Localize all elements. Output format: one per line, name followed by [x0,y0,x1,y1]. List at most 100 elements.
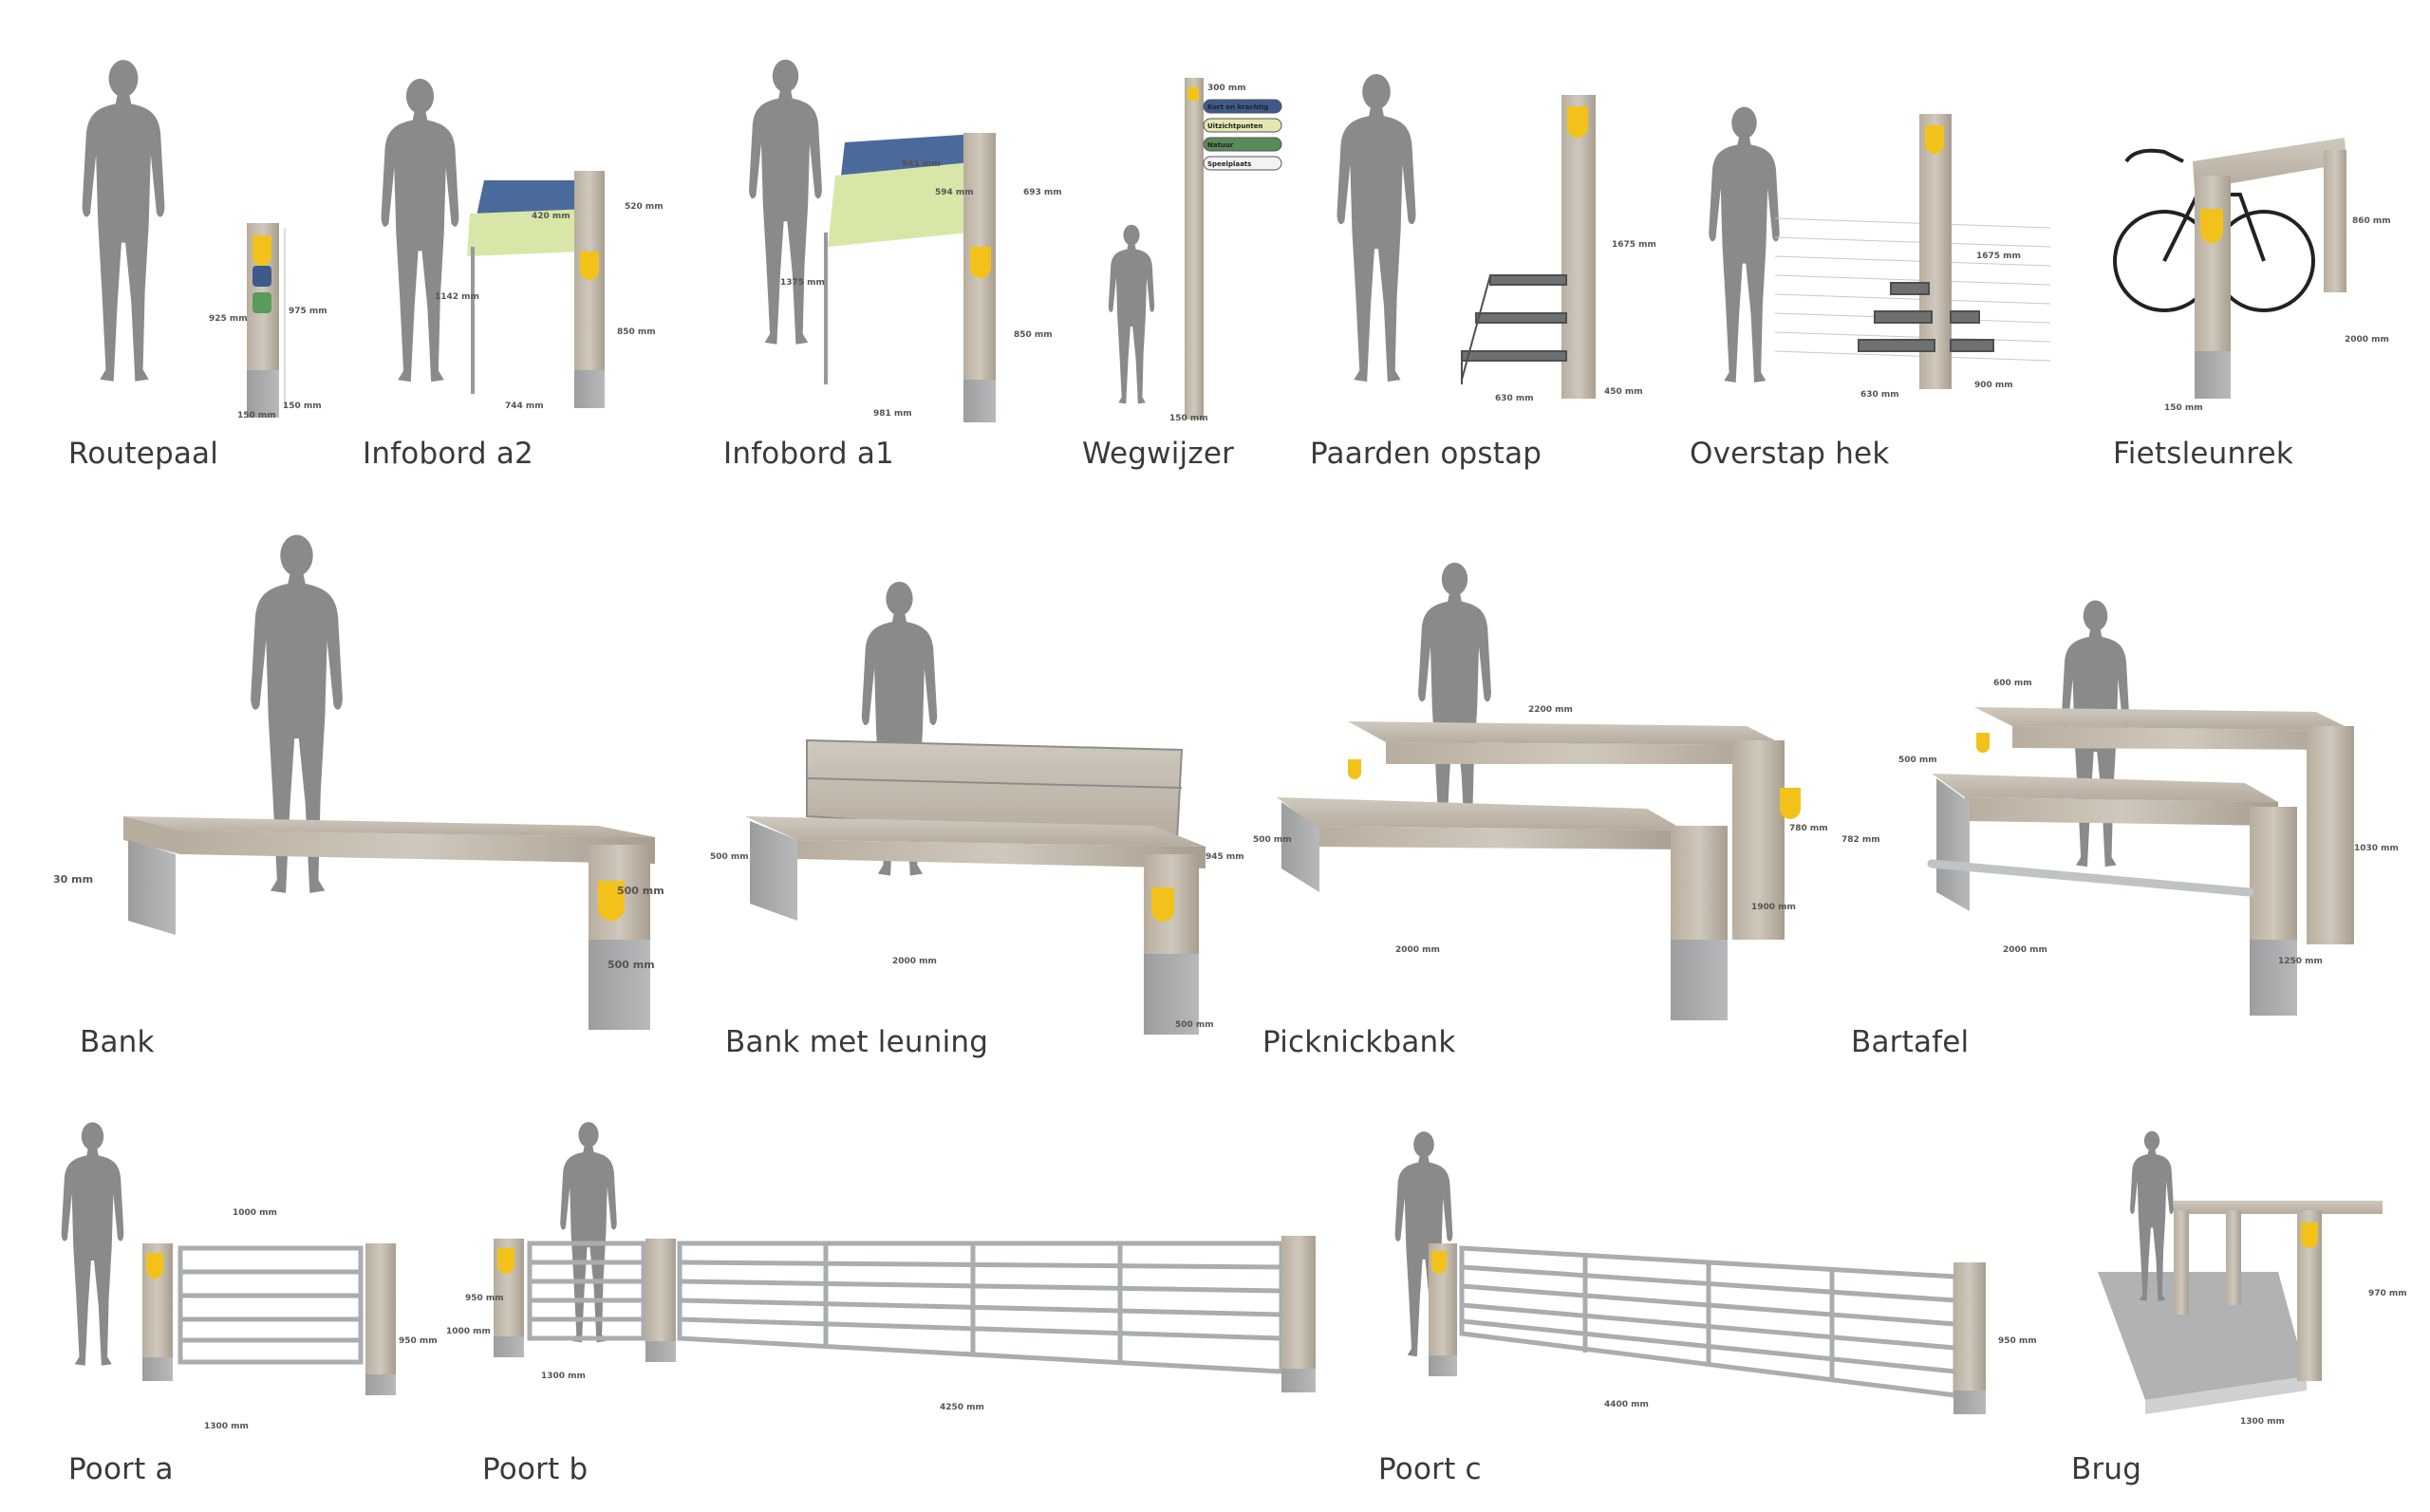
item-picknickbank: 2200 mm 500 mm 780 mm 1900 mm 2000 mm Pi… [1253,532,1828,1073]
infobord-a2-caption: Infobord a2 [363,437,533,471]
brug-illustration: 970 mm 1300 mm [2098,1130,2407,1427]
infobord-a1-caption: Infobord a1 [723,437,894,471]
routepaal-dim-2: 975 mm [289,307,327,316]
infobord-a1-dim-5: 594 mm [935,188,974,197]
fietsleunrek-dim-1: 860 mm [2352,216,2391,226]
brug-caption: Brug [2071,1452,2142,1486]
poort-c-caption: Poort c [1378,1452,1482,1486]
poort-c-dim-1: 950 mm [1998,1336,2037,1346]
bartafel-dim-2: 500 mm [1898,756,1937,765]
infobord-a2-dim-2: 850 mm [617,327,656,337]
paarden-opstap-dim-3: 630 mm [1495,394,1534,403]
poort-b-caption: Poort b [482,1452,589,1486]
wegwijzer-sign-3: Natuur [1207,141,1234,149]
infobord-a1-dim-3: 1375 mm [780,278,825,288]
bartafel-dim-5: 2000 mm [2003,945,2047,955]
infobord-a2-dim-5: 420 mm [532,212,570,221]
item-infobord-a2: 520 mm 850 mm 1142 mm 744 mm 420 mm Info… [361,57,683,471]
fietsleunrek-dim-3: 150 mm [2164,403,2203,413]
picknickbank-illustration: 2200 mm 500 mm 780 mm 1900 mm 2000 mm [1253,562,1828,1020]
bartafel-caption: Bartafel [1851,1025,1970,1059]
picknickbank-dim-3: 780 mm [1789,824,1828,833]
item-brug: 970 mm 1300 mm Brug [2060,1120,2411,1500]
routepaal-illustration: 925 mm 975 mm 150 mm 150 mm [82,60,327,420]
brug-dim-2: 1300 mm [2240,1417,2285,1427]
bank-met-leuning-dim-2: 945 mm [1206,852,1244,862]
item-poort-a: 1000 mm 950 mm 1000 mm 1300 mm Poort a [47,1120,491,1500]
poort-a-dim-1: 1000 mm [233,1208,277,1218]
infobord-a1-dim-2: 850 mm [1014,330,1053,340]
overstap-hek-dim-1: 1675 mm [1976,252,2021,261]
bank-met-leuning-caption: Bank met leuning [725,1025,989,1059]
item-overstap-hek: 1675 mm 630 mm 900 mm Overstap hek [1690,57,2069,471]
overstap-hek-dim-2: 630 mm [1860,390,1899,400]
item-fietsleunrek: 860 mm 2000 mm 150 mm Fietsleunrek [2107,57,2421,471]
paarden-opstap-illustration: 1675 mm 450 mm 630 mm [1336,73,1656,403]
infobord-a1-dim-6: 841 mm [902,159,941,169]
picknickbank-dim-1: 2200 mm [1528,705,1573,715]
poort-a-dim-4: 1300 mm [204,1422,249,1431]
infobord-a1-illustration: 693 mm 850 mm 1375 mm 981 mm 594 mm 841 … [749,59,1062,422]
fietsleunrek-caption: Fietsleunrek [2113,437,2294,471]
bank-illustration: 30 mm 500 mm 500 mm [53,534,664,1030]
poort-a-dim-2: 950 mm [399,1336,438,1346]
item-bank: 30 mm 500 mm 500 mm Bank [47,532,693,1073]
bank-dim-1: 30 mm [53,873,93,886]
bank-dim-2: 500 mm [617,885,664,897]
bank-met-leuning-dim-4: 500 mm [1175,1020,1214,1030]
fietsleunrek-dim-2: 2000 mm [2345,335,2389,345]
paarden-opstap-dim-2: 450 mm [1604,387,1643,397]
poort-c-illustration: 950 mm 4400 mm [1394,1131,2037,1414]
routepaal-caption: Routepaal [68,437,219,471]
poort-b-illustration: 950 mm 1300 mm 4250 mm [465,1122,1316,1412]
bartafel-dim-1: 600 mm [1993,679,2032,688]
wegwijzer-dim-2: 150 mm [1169,414,1208,423]
routepaal-dim-4: 150 mm [283,401,322,411]
item-poort-b: 950 mm 1300 mm 4250 mm Poort b [465,1120,1348,1500]
picknickbank-dim-2: 500 mm [1253,835,1292,845]
bank-dim-3: 500 mm [608,959,655,971]
wegwijzer-dim-1: 300 mm [1207,84,1246,93]
poort-b-dim-3: 4250 mm [940,1403,984,1412]
infobord-a2-dim-3: 1142 mm [435,292,479,302]
poort-a-illustration: 1000 mm 950 mm 1000 mm 1300 mm [61,1122,491,1431]
bank-caption: Bank [80,1025,155,1059]
fietsleunrek-illustration: 860 mm 2000 mm 150 mm [2113,138,2391,413]
item-bank-met-leuning: 500 mm 945 mm 2000 mm 500 mm Bank met le… [702,532,1244,1073]
bank-met-leuning-illustration: 500 mm 945 mm 2000 mm 500 mm [710,581,1244,1035]
item-poort-c: 950 mm 4400 mm Poort c [1367,1120,2050,1500]
item-wegwijzer: Kort en krachtig Uitzichtpunten Natuur S… [1082,57,1300,471]
wegwijzer-sign-1: Kort en krachtig [1207,103,1268,111]
item-paarden-opstap: 1675 mm 450 mm 630 mm Paarden opstap [1310,57,1671,471]
bartafel-dim-6: 1250 mm [2278,957,2323,966]
paarden-opstap-dim-1: 1675 mm [1612,240,1656,250]
overstap-hek-illustration: 1675 mm 630 mm 900 mm [1709,106,2051,400]
poort-a-dim-3: 1000 mm [446,1327,491,1336]
poort-b-dim-1: 950 mm [465,1294,504,1303]
poort-a-caption: Poort a [68,1452,174,1486]
poort-b-dim-2: 1300 mm [541,1372,586,1381]
paarden-opstap-caption: Paarden opstap [1310,437,1542,471]
bartafel-dim-3: 782 mm [1841,835,1880,845]
bartafel-dim-4: 1030 mm [2354,844,2399,853]
infobord-a1-dim-1: 693 mm [1023,188,1062,197]
item-routepaal: 925 mm 975 mm 150 mm 150 mm Routepaal [57,57,342,471]
picknickbank-dim-4: 1900 mm [1751,903,1796,912]
wegwijzer-sign-2: Uitzichtpunten [1207,122,1262,130]
wegwijzer-sign-4: Speelplaats [1207,160,1251,168]
overstap-hek-dim-3: 900 mm [1974,381,2013,390]
infobord-a2-dim-4: 744 mm [505,401,544,411]
item-bartafel: 600 mm 500 mm 782 mm 1030 mm 2000 mm 125… [1841,532,2411,1073]
routepaal-dim-1: 925 mm [209,314,248,324]
bartafel-illustration: 600 mm 500 mm 782 mm 1030 mm 2000 mm 125… [1841,600,2399,1016]
wegwijzer-caption: Wegwijzer [1082,437,1235,471]
poort-c-dim-2: 4400 mm [1604,1400,1649,1409]
item-infobord-a1: 693 mm 850 mm 1375 mm 981 mm 594 mm 841 … [721,57,1082,471]
overstap-hek-caption: Overstap hek [1690,437,1890,471]
infobord-a2-dim-1: 520 mm [625,202,664,212]
picknickbank-caption: Picknickbank [1262,1025,1456,1059]
infobord-a2-illustration: 520 mm 850 mm 1142 mm 744 mm 420 mm [381,78,664,411]
brug-dim-1: 970 mm [2368,1289,2407,1298]
wegwijzer-illustration: Kort en krachtig Uitzichtpunten Natuur S… [1108,78,1282,423]
infobord-a1-dim-4: 981 mm [873,409,912,419]
